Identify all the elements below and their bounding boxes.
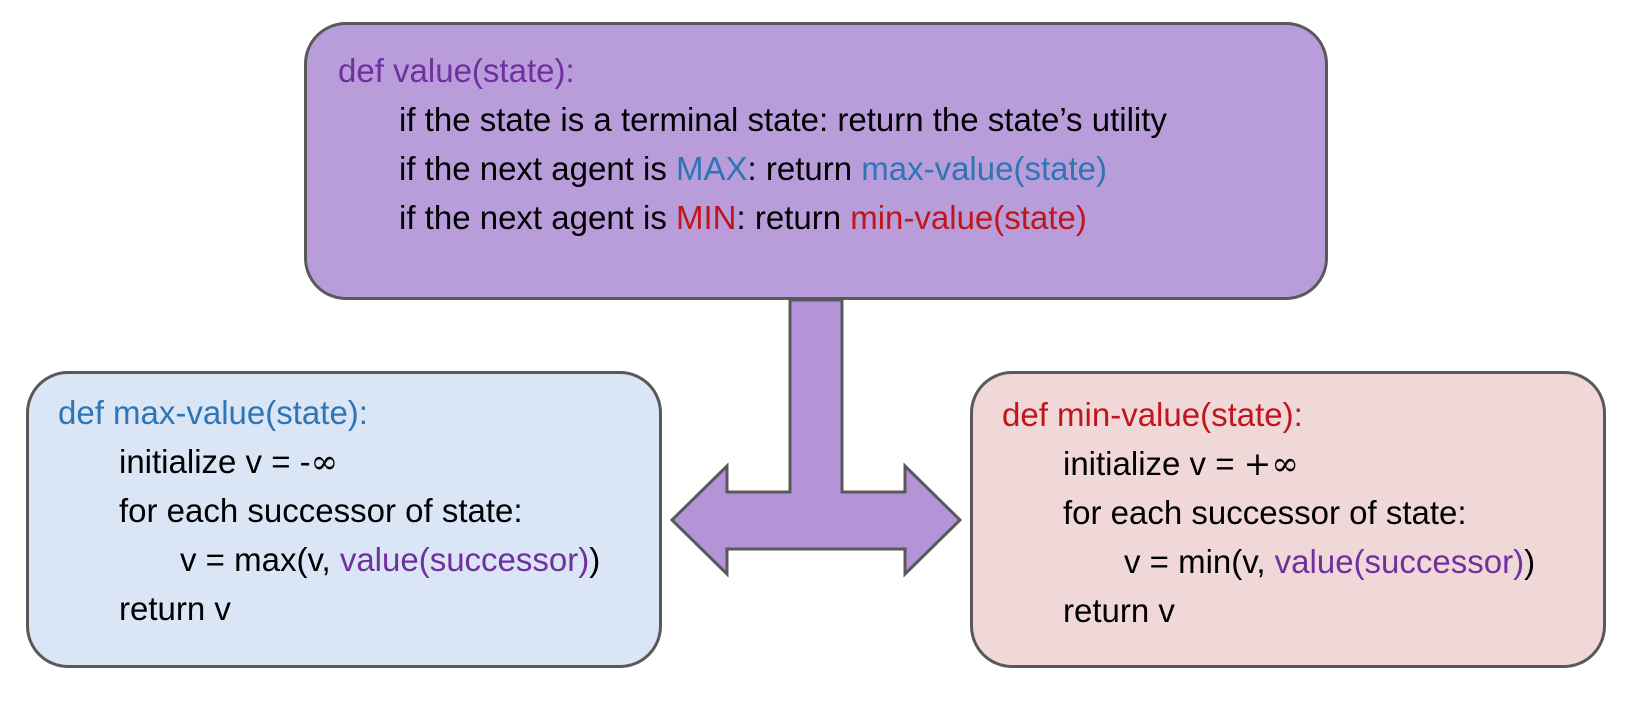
min-value-function-box: def min-value(state): initialize v = +∞ …: [970, 371, 1606, 668]
min-update-prefix: v = min(v,: [1124, 543, 1275, 580]
positive-infinity-symbol: +∞: [1243, 444, 1299, 483]
min-init-prefix: initialize v =: [1063, 445, 1244, 482]
max-dispatch-prefix: if the next agent is: [399, 150, 677, 187]
max-dispatch-mid: : return: [747, 150, 862, 187]
min-value-call: min-value(state): [850, 199, 1087, 236]
min-update-suffix: ): [1524, 543, 1536, 580]
min-init-line: initialize v = +∞: [1063, 444, 1299, 484]
value-function-box: def value(state): if the state is a term…: [304, 22, 1328, 300]
max-value-function-box: def max-value(state): initialize v = -∞ …: [26, 371, 662, 668]
min-recursive-value-call: value(successor): [1274, 543, 1525, 580]
max-init-line: initialize v = -∞: [119, 442, 338, 482]
terminal-check-line: if the state is a terminal state: return…: [399, 101, 1167, 138]
min-dispatch-prefix: if the next agent is: [399, 199, 677, 236]
t-double-arrow-shape: [669, 298, 963, 578]
max-agent-label: MAX: [676, 150, 748, 187]
min-def-line: def min-value(state):: [1002, 396, 1303, 433]
min-agent-label: MIN: [676, 199, 737, 236]
max-def-line: def max-value(state):: [58, 394, 368, 431]
value-def-line: def value(state):: [338, 52, 575, 89]
max-dispatch-line: if the next agent is MAX: return max-val…: [399, 149, 1107, 189]
max-recursive-value-call: value(successor): [339, 541, 590, 578]
min-dispatch-mid: : return: [736, 199, 851, 236]
min-loop-line: for each successor of state:: [1063, 494, 1467, 531]
min-dispatch-line: if the next agent is MIN: return min-val…: [399, 198, 1087, 238]
min-update-line: v = min(v, value(successor)): [1124, 542, 1535, 582]
max-update-prefix: v = max(v,: [180, 541, 340, 578]
max-update-suffix: ): [589, 541, 601, 578]
max-update-line: v = max(v, value(successor)): [180, 540, 600, 580]
max-loop-line: for each successor of state:: [119, 492, 523, 529]
max-value-call: max-value(state): [861, 150, 1107, 187]
min-return-line: return v: [1063, 592, 1175, 629]
max-init-prefix: initialize v = -: [119, 443, 311, 480]
max-return-line: return v: [119, 590, 231, 627]
negative-infinity-symbol: ∞: [310, 442, 339, 481]
